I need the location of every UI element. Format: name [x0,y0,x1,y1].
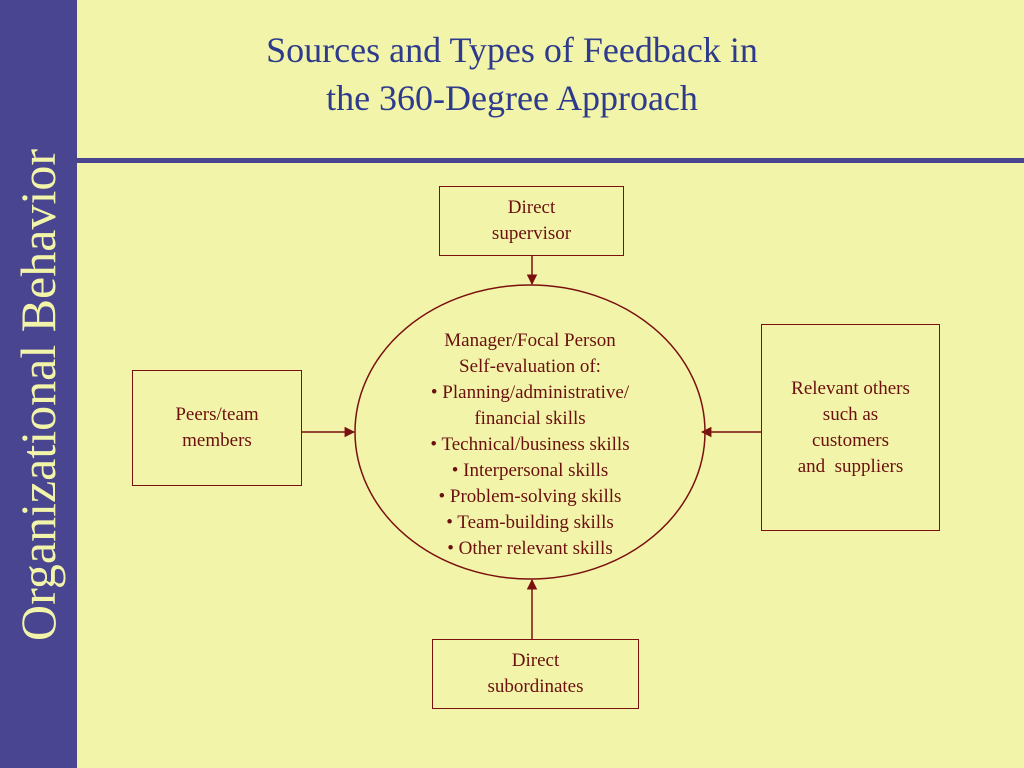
supervisor-label-line-2: supervisor [491,223,572,244]
skill-item: • Team-building skills [446,512,614,533]
skill-item: • Interpersonal skills [451,460,609,481]
focal-subheading: Self-evaluation of: [459,356,601,377]
subordinates-label-line-1: Direct [511,650,560,671]
supervisor-box: Direct supervisor [439,186,624,256]
title-divider [77,158,1024,163]
sidebar-band: Organizational Behavior [0,0,77,768]
subordinates-label-line-2: subordinates [487,676,584,697]
slide-title-line-2: the 360-Degree Approach [326,78,698,118]
peers-label-line-2: members [182,430,252,451]
peers-label-line-1: Peers/team [175,404,259,425]
others-label-line-4: and suppliers [797,455,904,477]
focal-heading: Manager/Focal Person [444,330,616,351]
others-label-line-3: customers [811,429,890,451]
relevant-others-box: Relevant others such as customers and su… [761,324,940,531]
skill-item: • Problem-solving skills [438,486,622,507]
others-label-line-1: Relevant others [791,377,910,399]
slide-title-line-1: Sources and Types of Feedback in [266,30,758,70]
others-label-line-2: such as [822,403,879,425]
skill-item: • Technical/business skills [430,434,630,455]
skill-item: • Planning/administrative/ [430,382,630,403]
peers-box: Peers/team members [132,370,302,486]
slide-title: Sources and Types of Feedback in the 360… [77,26,947,122]
skill-item: financial skills [474,408,586,429]
supervisor-label-line-1: Direct [507,197,556,218]
skill-item: • Other relevant skills [447,538,613,559]
focal-person-text: Manager/Focal Person Self-evaluation of:… [360,328,700,562]
subordinates-box: Direct subordinates [432,639,639,709]
